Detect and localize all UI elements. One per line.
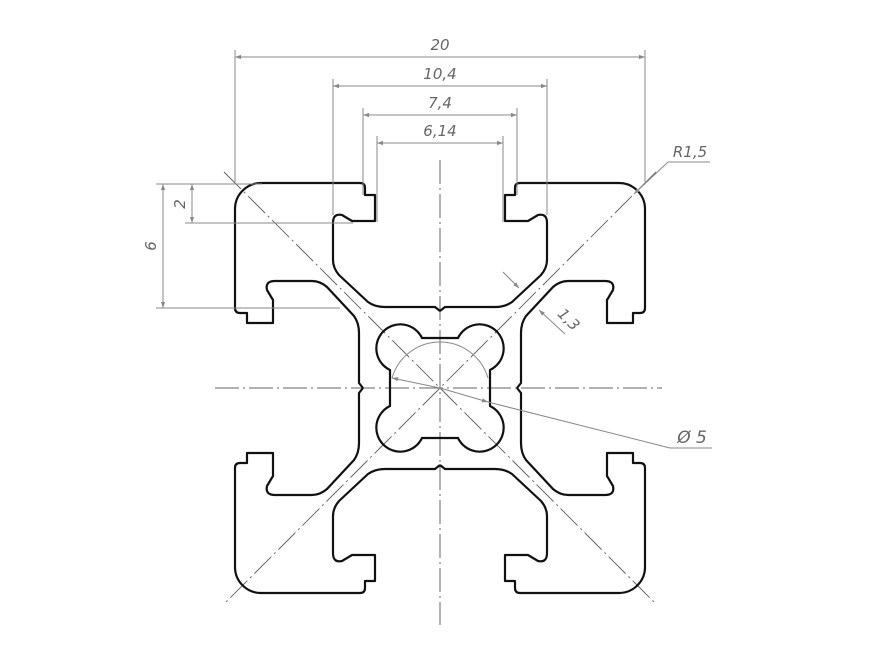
dim-corner-radius: R1,5 [633, 143, 710, 195]
dim-label: R1,5 [673, 143, 707, 161]
dim-label: 20 [430, 36, 449, 54]
dim-slot-mid: 7,4 [362, 94, 518, 195]
dim-overall-width: 20 [234, 36, 646, 183]
dim-lip-thickness: 2 [171, 183, 353, 224]
dim-slot-depth: 6 [142, 183, 340, 309]
dim-label: Ø 5 [676, 428, 707, 448]
dim-slot-opening: 6,14 [376, 122, 504, 222]
dim-label: 7,4 [428, 94, 452, 112]
dim-center-bore: Ø 5 [391, 377, 712, 449]
dim-label: 2 [171, 199, 189, 209]
dim-label: 10,4 [423, 65, 456, 83]
center-bore-outline [375, 323, 505, 453]
dim-label: 6,14 [423, 122, 456, 140]
dim-slot-outer: 10,4 [332, 65, 548, 215]
center-lines [215, 160, 662, 625]
bore-diameter-circle [391, 341, 489, 379]
dim-label: 6 [142, 241, 160, 251]
profile [233, 181, 647, 595]
dim-label: 1,3 [554, 305, 584, 335]
